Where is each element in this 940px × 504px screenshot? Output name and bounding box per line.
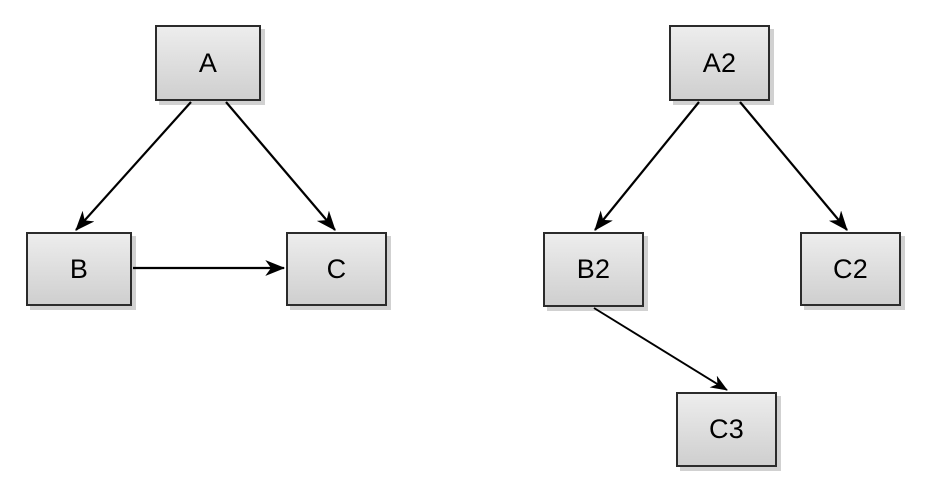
node-a2[interactable]: A2 [669, 25, 770, 101]
node-b2-label: B2 [576, 254, 611, 284]
edge-a-b [75, 101, 192, 231]
node-b-label: B [69, 253, 89, 284]
node-c3-label: C3 [709, 414, 744, 444]
edge-b2-c3 [593, 307, 728, 391]
node-c-label: C [326, 253, 347, 284]
node-b[interactable]: B [26, 232, 132, 306]
node-c2-label: C2 [833, 253, 868, 284]
node-a2-label: A2 [702, 47, 737, 78]
node-b2[interactable]: B2 [543, 232, 644, 307]
edge-a2-c2 [739, 101, 848, 231]
edge-a-c [225, 101, 336, 231]
node-a-label: A [198, 47, 218, 78]
edge-a2-b2 [594, 101, 700, 231]
edges-group [75, 101, 848, 391]
node-c3[interactable]: C3 [676, 392, 777, 467]
node-c2[interactable]: C2 [800, 232, 901, 306]
node-a[interactable]: A [155, 25, 261, 101]
node-c[interactable]: C [286, 232, 387, 306]
